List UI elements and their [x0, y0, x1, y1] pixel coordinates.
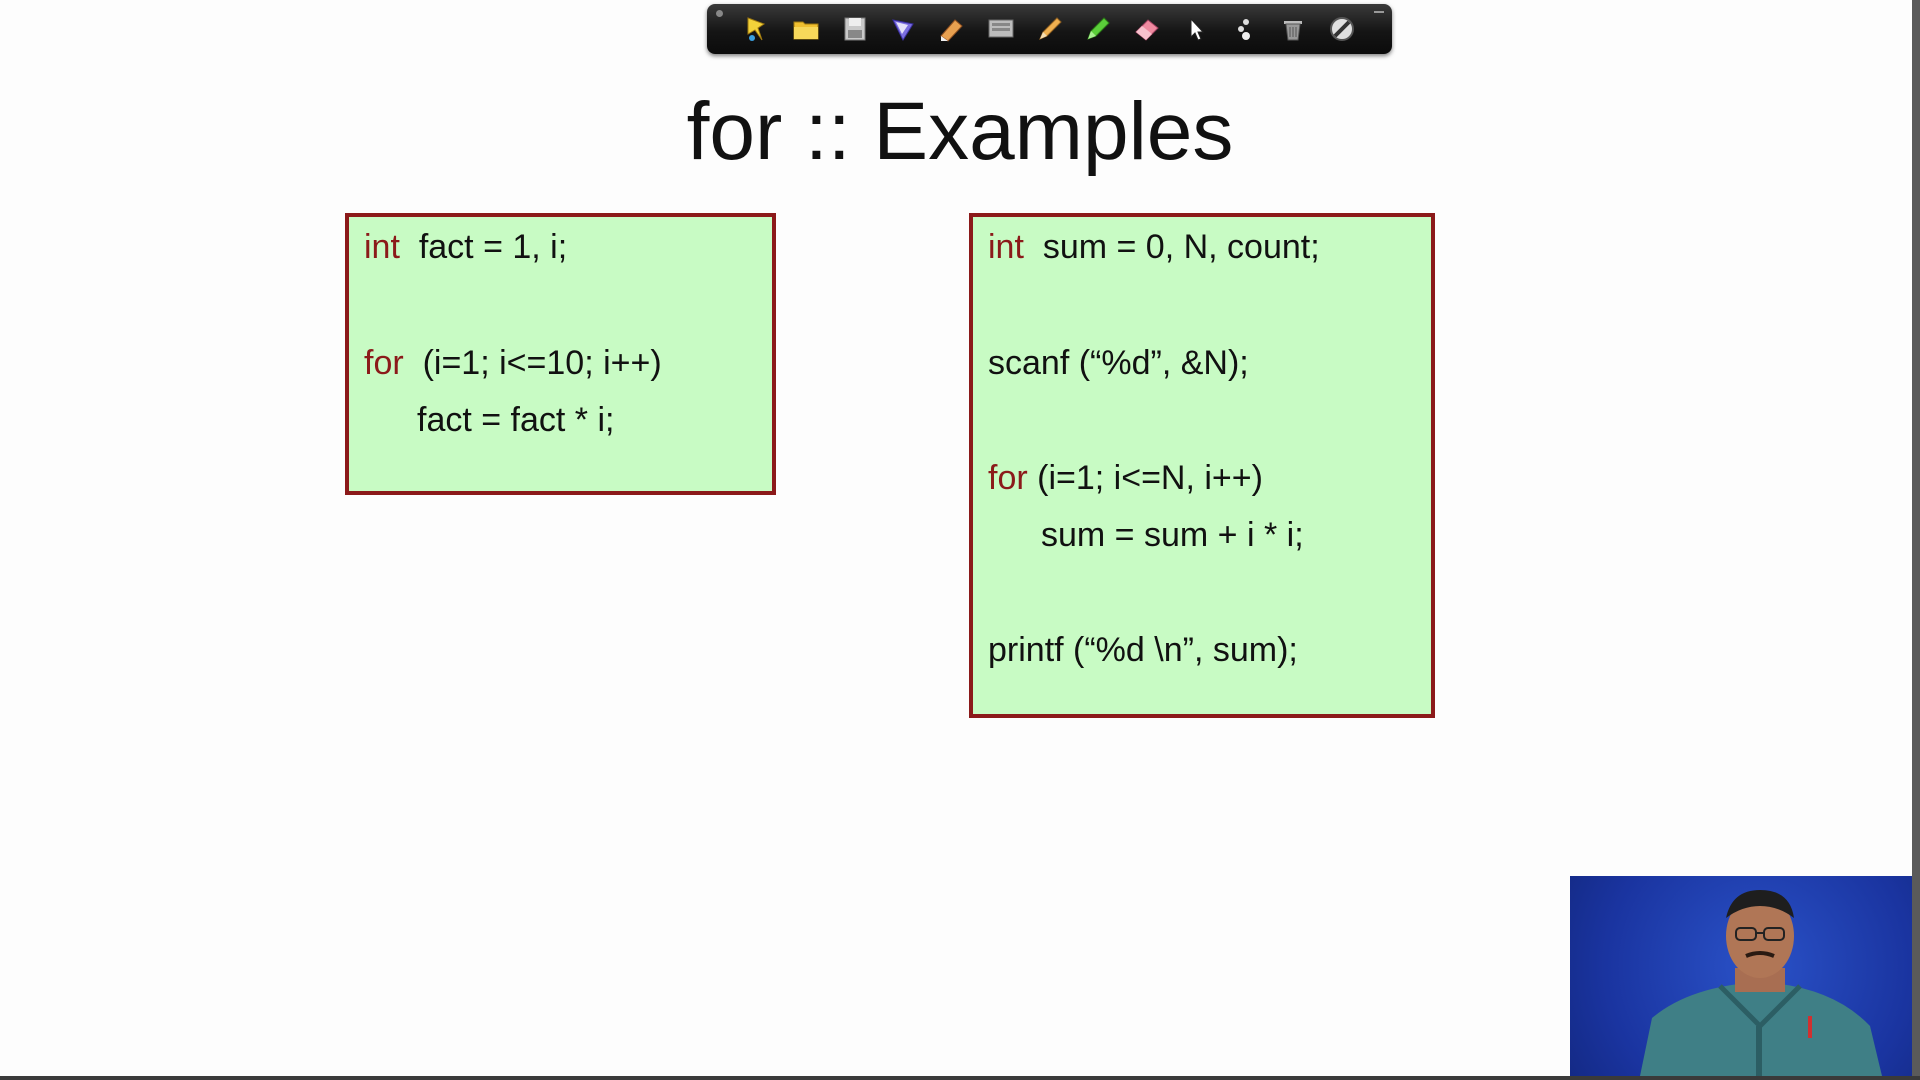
keyword: for: [364, 344, 404, 382]
presenter-video: [1570, 876, 1912, 1076]
code-line: scanf (“%d”, &N);: [988, 344, 1249, 382]
pencil-icon[interactable]: [1025, 7, 1074, 51]
highlighter-icon[interactable]: [928, 7, 977, 51]
code-line: fact = fact * i;: [417, 401, 615, 439]
screen-icon[interactable]: [976, 7, 1025, 51]
slide-title: for :: Examples: [686, 86, 1234, 177]
keyword: for: [988, 459, 1028, 497]
trash-icon[interactable]: [1269, 7, 1318, 51]
code-line: int sum = 0, N, count;: [988, 227, 1320, 267]
window-edge-bottom: [0, 1076, 1920, 1080]
code-line: sum = sum + i * i;: [1041, 516, 1304, 554]
annotation-toolbar: [707, 4, 1392, 54]
code-text: fact = 1, i;: [399, 228, 568, 266]
pin-icon[interactable]: [733, 7, 782, 51]
code-text: sum = 0, N, count;: [1023, 228, 1320, 266]
keyword: int: [364, 228, 400, 266]
eraser-icon[interactable]: [1123, 7, 1172, 51]
code-box-factorial: int fact = 1, i; for (i=1; i<=10; i++) f…: [345, 213, 776, 495]
toolbar-grip-icon[interactable]: [716, 10, 723, 17]
green-marker-icon[interactable]: [1074, 7, 1123, 51]
color-dots-icon[interactable]: [1220, 7, 1269, 51]
pointer-icon[interactable]: [1171, 7, 1220, 51]
window-edge-right: [1912, 0, 1920, 1080]
no-entry-icon[interactable]: [1317, 7, 1366, 51]
code-line: int fact = 1, i;: [364, 227, 567, 267]
code-line: for (i=1; i<=N, i++): [988, 458, 1263, 498]
toolbar-minimize-icon[interactable]: [1374, 11, 1384, 13]
presenter-figure: [1640, 890, 1882, 1076]
code-line: for (i=1; i<=10; i++): [364, 343, 662, 383]
code-text: (i=1; i<=N, i++): [1027, 459, 1263, 497]
code-line: printf (“%d \n”, sum);: [988, 631, 1298, 669]
code-text: (i=1; i<=10; i++): [403, 344, 662, 382]
save-icon[interactable]: [830, 7, 879, 51]
code-box-sum-of-squares: int sum = 0, N, count; scanf (“%d”, &N);…: [969, 213, 1435, 718]
pen-nib-icon[interactable]: [879, 7, 928, 51]
folder-icon[interactable]: [782, 7, 831, 51]
keyword: int: [988, 228, 1024, 266]
